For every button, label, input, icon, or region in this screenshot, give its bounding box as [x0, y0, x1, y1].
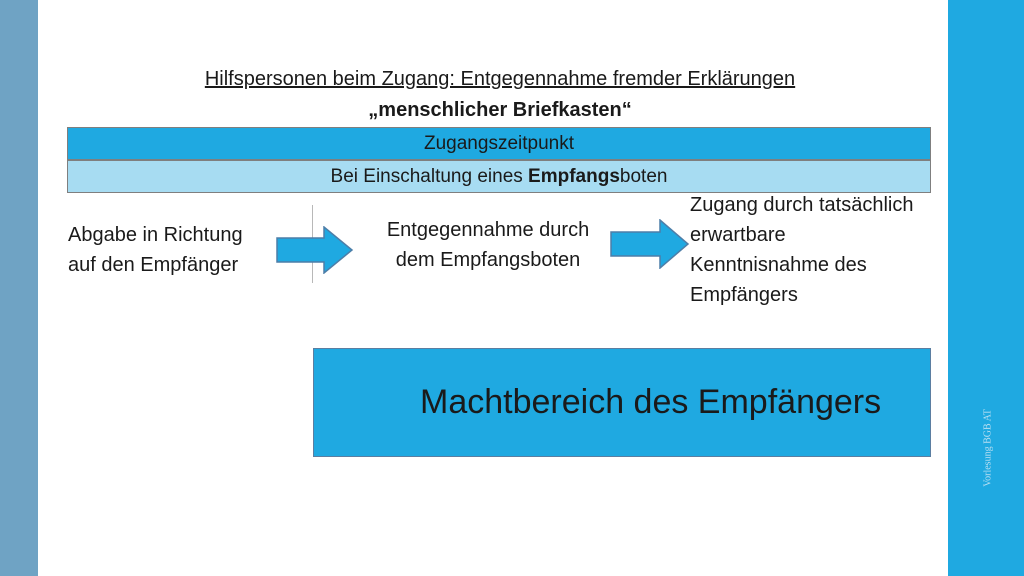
band-2-suffix: boten — [619, 166, 668, 187]
machtbereich-box — [313, 348, 931, 457]
slide-title: Hilfspersonen beim Zugang: Entgegennahme… — [204, 68, 796, 90]
right-accent-bar — [948, 0, 1024, 576]
step-1-line-2: auf den Empfänger — [68, 254, 239, 276]
right-arrow-icon — [610, 219, 690, 269]
band-empfangsboten: Bei Einschaltung eines Empfangsboten — [67, 160, 931, 193]
step-entgegennahme: Entgegennahme durch dem Empfangsboten — [368, 215, 608, 275]
step-3-line-3: Kenntnisnahme des — [690, 254, 867, 276]
step-3-line-2: erwartbare — [690, 224, 786, 246]
step-zugang: Zugang durch tatsächlich erwartbare Kenn… — [690, 190, 952, 310]
step-2-line-1: Entgegennahme durch — [386, 219, 590, 241]
step-3-line-1: Zugang durch tatsächlich — [690, 194, 914, 216]
machtbereich-label: Machtbereich des Empfängers — [420, 383, 882, 421]
slide-subtitle: „menschlicher Briefkasten“ — [368, 99, 632, 121]
right-arrow-icon — [276, 226, 354, 274]
band-2-prefix: Bei Einschaltung eines — [330, 166, 529, 187]
step-2-line-2: dem Empfangsboten — [395, 249, 581, 271]
side-label: Vorlesung BGB AT — [982, 409, 994, 487]
step-1-line-1: Abgabe in Richtung — [68, 224, 243, 246]
left-accent-bar — [0, 0, 38, 576]
step-3-line-4: Empfängers — [690, 284, 798, 306]
step-abgabe: Abgabe in Richtung auf den Empfänger — [68, 220, 243, 280]
band-2-bold: Empfangs — [528, 166, 620, 187]
band-zugangszeitpunkt: Zugangszeitpunkt — [67, 127, 931, 160]
